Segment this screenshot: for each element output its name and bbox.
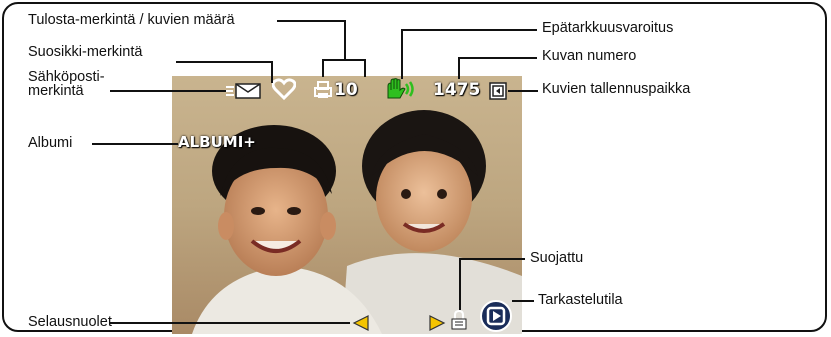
leader-blur-v <box>401 29 403 79</box>
label-browse-arrows: Selausnuolet <box>28 314 112 330</box>
leader-review <box>512 300 534 302</box>
leader-image-number-h <box>458 57 537 59</box>
memory-card-icon <box>489 82 507 105</box>
label-image-number: Kuvan numero <box>542 48 637 64</box>
label-blur-warning: Epätarkkuusvaroitus <box>542 20 674 36</box>
leader-favorite-v <box>271 61 273 83</box>
email-icon <box>224 81 264 106</box>
label-review-mode: Tarkastelutila <box>538 292 623 308</box>
leader-protected-h <box>459 258 525 260</box>
image-number-value: 1475 <box>433 80 481 100</box>
camera-lcd-photo <box>172 76 522 334</box>
label-email-line2: merkintä <box>28 83 84 99</box>
leader-print-count-v <box>344 20 346 60</box>
label-favorite: Suosikki-merkintä <box>28 44 143 60</box>
label-album: Albumi <box>28 135 73 151</box>
leader-print-count-h <box>277 20 345 22</box>
leader-email <box>110 90 226 92</box>
leader-image-number-v <box>458 57 460 79</box>
leader-print-count-right <box>364 59 366 77</box>
leader-blur-h <box>401 29 537 31</box>
leader-storage <box>508 90 538 92</box>
right-arrow-icon[interactable] <box>428 315 446 336</box>
leader-browse <box>110 322 350 324</box>
leader-album <box>92 143 178 145</box>
children-photo <box>172 76 522 334</box>
leader-protected-v <box>459 258 461 310</box>
label-storage-location: Kuvien tallennuspaikka <box>542 81 691 97</box>
label-print-count: Tulosta-merkintä / kuvien määrä <box>28 12 235 28</box>
leader-print-count-left <box>322 59 324 77</box>
leader-favorite-h <box>176 61 272 63</box>
leader-print-count-bracket <box>322 59 365 61</box>
lock-icon <box>450 309 468 335</box>
print-count-value: 10 <box>334 80 358 100</box>
review-mode-icon <box>480 300 512 337</box>
shake-warning-icon <box>384 78 418 105</box>
label-email-line1: Sähköposti- <box>28 69 105 85</box>
heart-icon <box>271 78 297 105</box>
album-name: ALBUMI+ <box>178 133 256 151</box>
label-protected: Suojattu <box>530 250 584 266</box>
print-icon <box>313 81 333 104</box>
left-arrow-icon[interactable] <box>352 315 370 336</box>
